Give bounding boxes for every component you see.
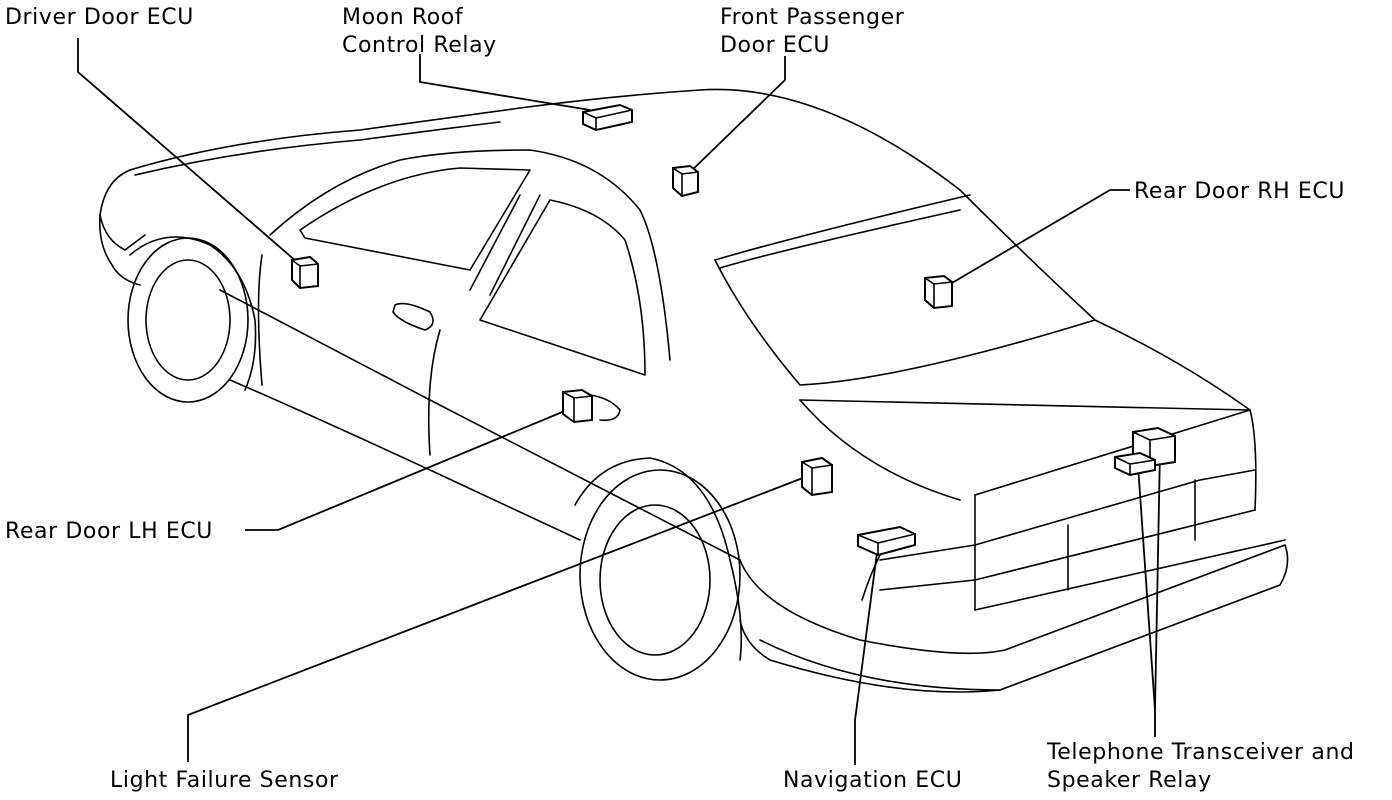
light-failure-sensor-box xyxy=(801,456,833,497)
label-telephone-line2: Speaker Relay xyxy=(1047,768,1212,793)
label-rear-door-rh-ecu: Rear Door RH ECU xyxy=(1134,179,1345,204)
leader-moon-roof-relay xyxy=(419,54,591,111)
rear-door-lh-ecu-box xyxy=(562,388,593,424)
rear-door-rh-ecu-box xyxy=(924,274,953,310)
leader-navigation-ecu xyxy=(854,544,879,765)
label-moon-roof-line2: Control Relay xyxy=(342,33,497,58)
leader-rear-door-lh xyxy=(245,407,573,531)
label-telephone-line1: Telephone Transceiver and xyxy=(1046,740,1355,765)
label-light-failure-sensor: Light Failure Sensor xyxy=(110,768,339,793)
leader-light-failure xyxy=(187,475,809,762)
leader-front-passenger xyxy=(686,56,786,176)
driver-door-ecu-box xyxy=(291,255,319,290)
leader-lines xyxy=(77,38,1161,765)
label-front-passenger-line1: Front Passenger xyxy=(720,5,905,30)
car-illustration xyxy=(98,88,1289,693)
speaker-relay-box xyxy=(1114,451,1156,477)
label-front-passenger-line2: Door ECU xyxy=(720,33,830,58)
leader-telephone xyxy=(1137,464,1156,737)
label-navigation-ecu: Navigation ECU xyxy=(783,768,962,793)
label-driver-door-ecu: Driver Door ECU xyxy=(5,5,194,30)
leader-rear-door-rh xyxy=(939,189,1130,291)
leader-speaker-relay xyxy=(1154,449,1161,711)
leader-driver-door-ecu xyxy=(77,38,298,263)
label-moon-roof-line1: Moon Roof xyxy=(342,5,464,30)
moon-roof-relay-box xyxy=(582,103,633,132)
front-passenger-ecu-box xyxy=(672,164,699,198)
navigation-ecu-box xyxy=(857,525,916,601)
label-rear-door-lh-ecu: Rear Door LH ECU xyxy=(5,519,213,544)
